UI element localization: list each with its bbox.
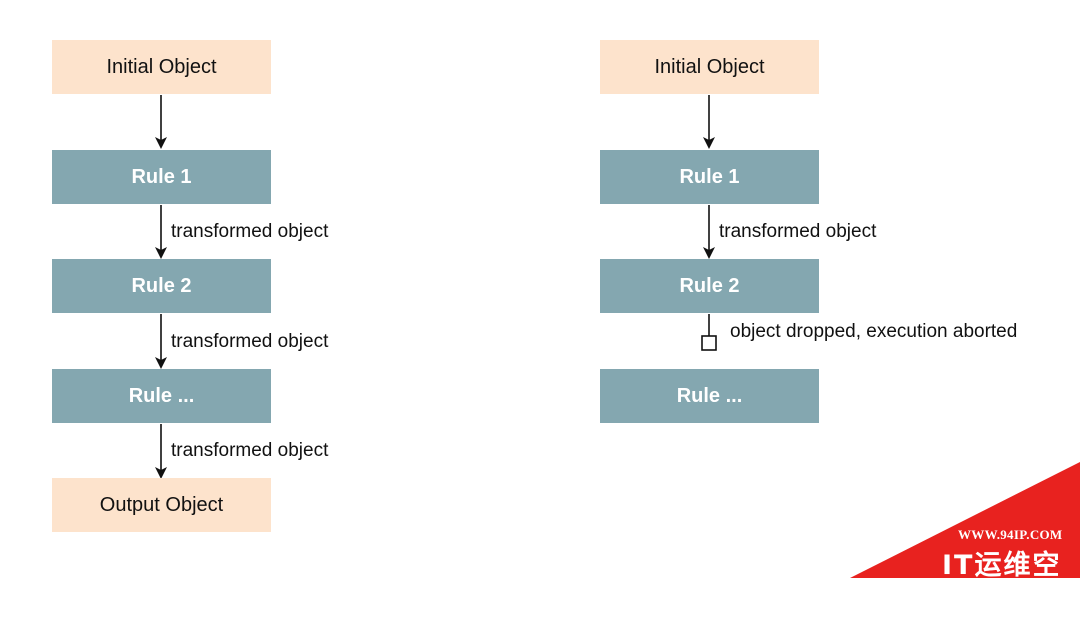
right-initial-object: Initial Object (600, 40, 819, 94)
diagram-canvas: Initial Object Rule 1 Rule 2 Rule ... Ou… (52, 40, 1080, 578)
right-drop-label: object dropped, execution aborted (730, 321, 1018, 342)
connectors (155, 95, 1080, 578)
left-rule-2-label: Rule 2 (131, 274, 192, 297)
left-output-object: Output Object (52, 478, 271, 532)
left-initial-object-label: Initial Object (106, 55, 217, 78)
left-rule-1: Rule 1 (52, 150, 271, 204)
watermark-url: WWW.94IP.COM (958, 527, 1063, 542)
right-initial-object-label: Initial Object (654, 55, 765, 78)
left-edge2-label: transformed object (171, 331, 329, 352)
left-rule-2: Rule 2 (52, 259, 271, 313)
left-output-object-label: Output Object (99, 493, 224, 516)
watermark-name: IT运维空间 (942, 550, 1062, 620)
right-rule-1: Rule 1 (600, 150, 819, 204)
drop-terminator-square (701, 335, 717, 351)
right-rule-2-label: Rule 2 (679, 274, 740, 297)
right-rule-2: Rule 2 (600, 259, 819, 313)
left-initial-object: Initial Object (52, 40, 271, 94)
watermark-triangle (850, 462, 1080, 578)
right-rule-1-label: Rule 1 (679, 165, 740, 188)
right-rule-more: Rule ... (600, 369, 819, 423)
right-rule-more-label: Rule ... (676, 384, 743, 407)
left-rule-1-label: Rule 1 (131, 165, 192, 188)
left-edge1-label: transformed object (171, 221, 329, 242)
right-edge1-label: transformed object (719, 221, 877, 242)
left-rule-more: Rule ... (52, 369, 271, 423)
left-rule-more-label: Rule ... (128, 384, 195, 407)
left-edge3-label: transformed object (171, 440, 329, 461)
